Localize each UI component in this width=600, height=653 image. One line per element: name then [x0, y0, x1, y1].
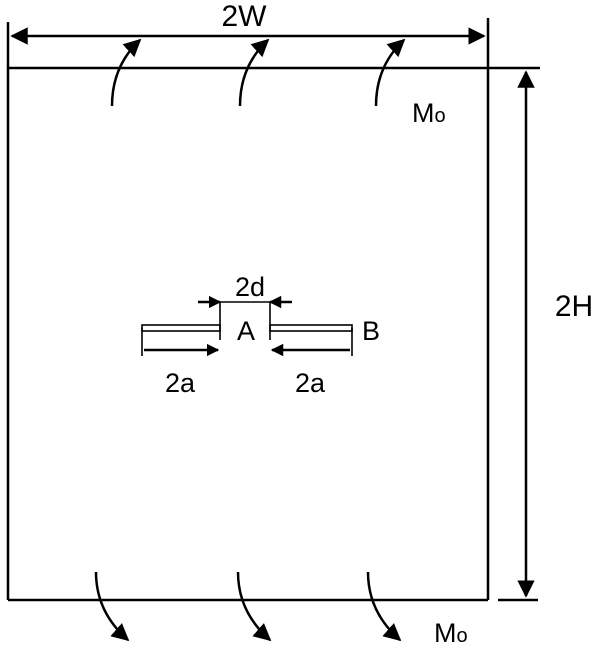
height-dimension	[498, 70, 538, 602]
bottom-moment-arrows	[94, 571, 402, 642]
top-moment-arrow-3	[374, 38, 406, 107]
crack-left-dimension	[141, 328, 220, 357]
moment-top-label: Mo	[412, 98, 446, 128]
top-moment-arrow-2	[238, 38, 270, 107]
crack-right-dimension	[270, 328, 353, 357]
point-a-label: A	[237, 316, 255, 346]
top-moment-arrows	[110, 38, 406, 107]
bottom-moment-arrow-1	[94, 571, 130, 642]
crack-right	[269, 302, 353, 340]
top-moment-arrow-1	[110, 38, 142, 107]
crack-right-label: 2a	[295, 368, 326, 398]
bottom-moment-arrow-3	[366, 571, 402, 642]
moment-bottom-label: Mo	[434, 618, 468, 648]
plate-outline	[6, 18, 540, 602]
crack-left-label: 2a	[165, 368, 196, 398]
height-label: 2H	[555, 290, 593, 323]
width-label: 2W	[222, 0, 268, 33]
bottom-moment-arrow-2	[236, 571, 272, 642]
gap-label: 2d	[235, 272, 265, 302]
crack-left	[141, 302, 221, 340]
point-b-label: B	[362, 316, 380, 346]
